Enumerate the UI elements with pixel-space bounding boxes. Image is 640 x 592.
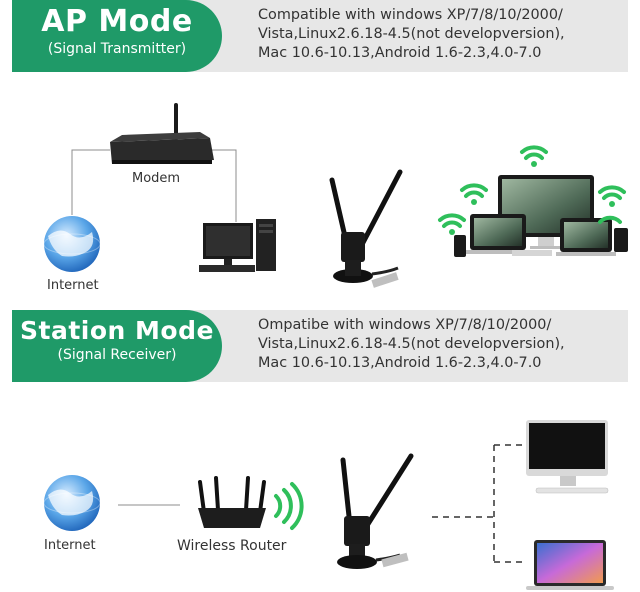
internet-globe-icon [43, 475, 101, 531]
station-compat-line: Mac 10.6-10.13,Android 1.6-2.3,4.0-7.0 [258, 355, 542, 371]
usb-wifi-adapter-icon [329, 169, 403, 288]
ap-compat-text: Compatible with windows XP/7/8/10/2000/ … [258, 6, 565, 63]
internet-globe-icon [43, 216, 101, 272]
modem-icon [110, 103, 214, 164]
station-compat-line: Vista,Linux2.6.18-4.5(not developversion… [258, 336, 565, 352]
monitor-icon [526, 420, 609, 494]
ap-compat-line: Vista,Linux2.6.18-4.5(not developversion… [258, 26, 565, 42]
station-compat-line: Ompatibe with windows XP/7/8/10/2000/ [258, 317, 552, 333]
station-compat-text: Ompatibe with windows XP/7/8/10/2000/ Vi… [258, 316, 565, 373]
station-internet-label: Internet [44, 538, 96, 553]
ap-mode-tag: AP Mode (Signal Transmitter) [12, 0, 222, 72]
wireless-router-icon [198, 476, 266, 514]
wireless-router-label: Wireless Router [177, 538, 287, 554]
ap-internet-label: Internet [47, 278, 99, 293]
station-mode-title: Station Mode [20, 316, 214, 345]
station-dashed-lines [432, 444, 522, 563]
ap-compat-line: Mac 10.6-10.13,Android 1.6-2.3,4.0-7.0 [258, 45, 542, 61]
router-wifi-icon [274, 482, 304, 530]
ap-mode-title: AP Mode [41, 4, 193, 39]
ap-compat-line: Compatible with windows XP/7/8/10/2000/ [258, 7, 563, 23]
wifi-signal-icon [438, 145, 626, 228]
modem-label: Modem [132, 171, 181, 186]
laptop-icon [526, 540, 614, 590]
station-mode-tag: Station Mode (Signal Receiver) [12, 310, 222, 382]
desktop-computer-icon [199, 219, 276, 272]
station-mode-subtitle: (Signal Receiver) [57, 347, 177, 363]
ap-connection-lines [71, 149, 237, 222]
ap-mode-subtitle: (Signal Transmitter) [47, 41, 187, 57]
usb-wifi-adapter-icon [337, 453, 414, 569]
router-body-icon [198, 508, 266, 528]
devices-cluster-icon [454, 175, 628, 257]
